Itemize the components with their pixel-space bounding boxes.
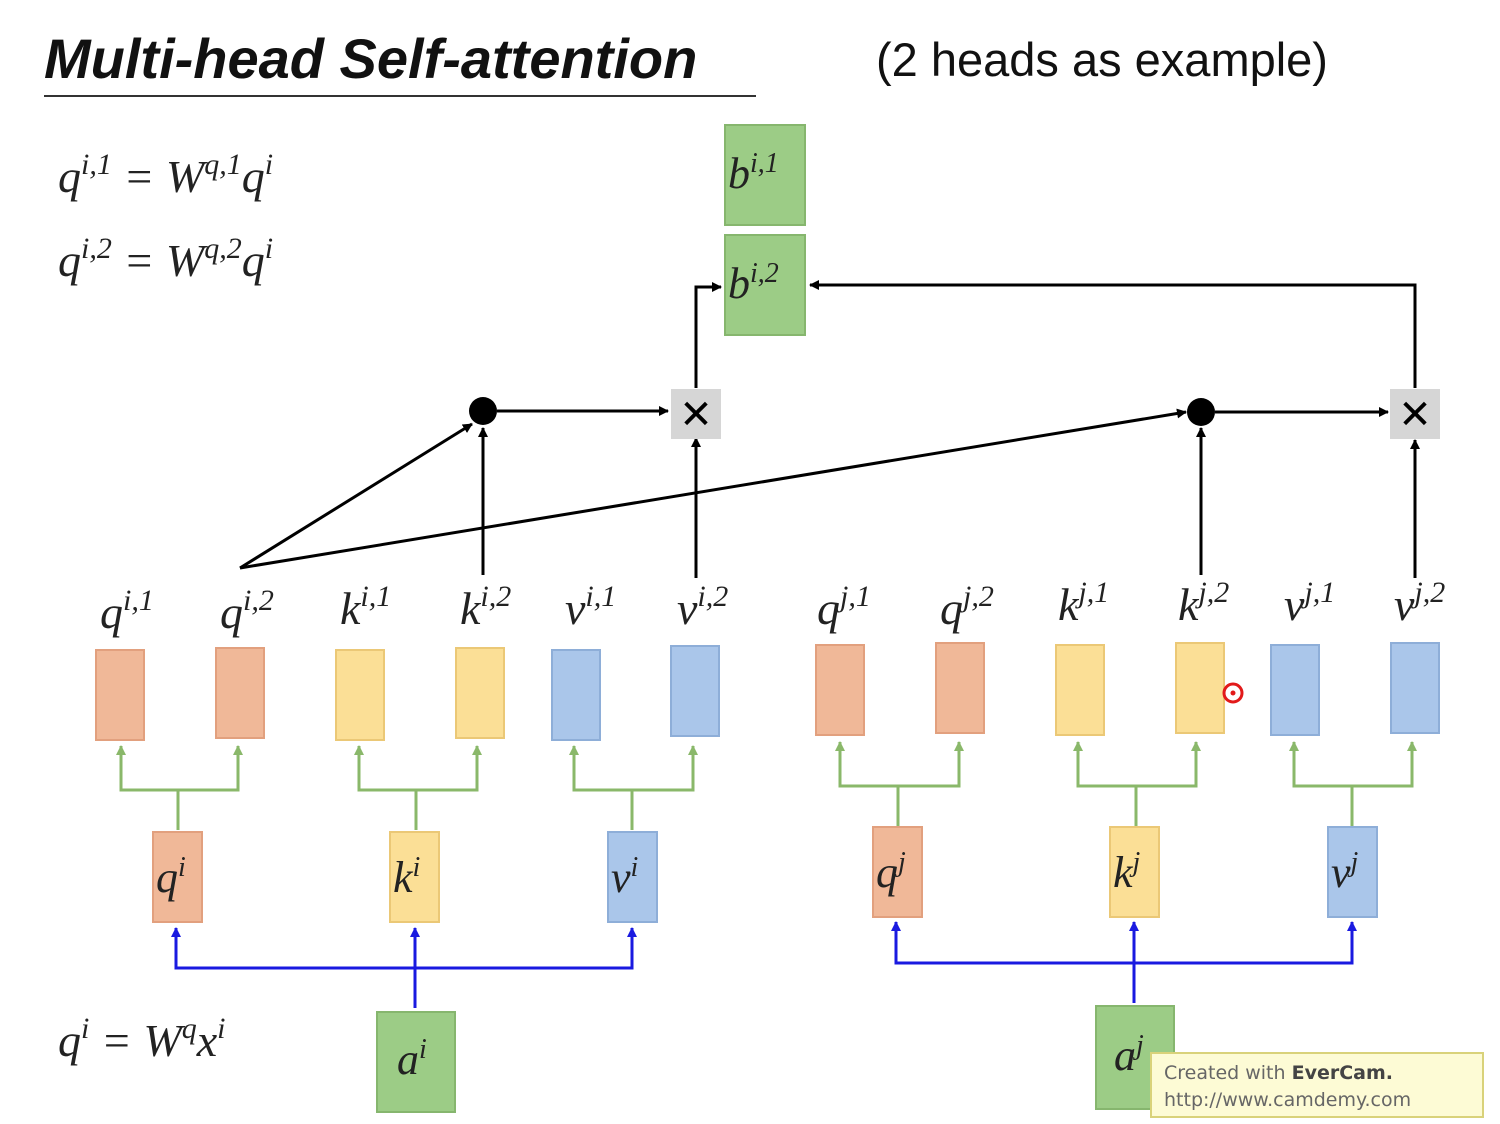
- multiply-sign-j: ✕: [1398, 392, 1432, 438]
- v-j2-box: [1390, 642, 1440, 734]
- dot-product-i: [469, 397, 497, 425]
- evercam-watermark: Created with EverCam. http://www.camdemy…: [1150, 1052, 1484, 1118]
- head-label-q-i2: qi,2: [220, 584, 274, 638]
- equation-2: qi,2 = Wq,2qi: [58, 232, 274, 286]
- input-label-a-j: aj: [1114, 1030, 1144, 1080]
- dot-product-j: [1187, 398, 1215, 426]
- v-j-box: [1327, 826, 1378, 918]
- q-j2-box: [935, 642, 985, 734]
- attention-connectors: [239, 280, 1420, 578]
- mid-label-k-i: ki: [393, 852, 421, 902]
- q-j-box: [872, 826, 923, 918]
- equation-3: qi = Wqxi: [58, 1012, 226, 1066]
- head-label-v-i2: vi,2: [677, 580, 729, 634]
- k-j2-box: [1175, 642, 1225, 734]
- q-i-box: [152, 831, 203, 923]
- head-label-k-j2: kj,2: [1178, 576, 1230, 630]
- k-i1-box: [335, 649, 385, 741]
- v-i1-box: [551, 649, 601, 741]
- mid-label-q-i: qi: [156, 852, 186, 902]
- mid-label-k-j: kj: [1113, 847, 1141, 897]
- page-title: Multi-head Self-attention: [44, 27, 698, 90]
- mid-label-v-j: vj: [1331, 847, 1359, 897]
- output-label-b-i2: bi,2: [728, 258, 779, 308]
- head-vectors: [95, 642, 1440, 741]
- head-label-k-i2: ki,2: [460, 580, 512, 634]
- mid-vectors: [152, 826, 1378, 923]
- k-i-box: [389, 831, 440, 923]
- input-label-a-i: ai: [397, 1034, 427, 1084]
- watermark-line-1: Created with EverCam.: [1164, 1062, 1393, 1084]
- q-j1-box: [815, 644, 865, 736]
- input-connectors-i: [171, 927, 637, 1008]
- q-i2-box: [215, 647, 265, 739]
- head-label-v-j2: vj,2: [1394, 576, 1446, 630]
- equation-1: qi,1 = Wq,1qi: [58, 148, 274, 202]
- b-i1-box: [724, 124, 806, 226]
- head-label-q-i1: qi,1: [100, 584, 154, 638]
- head-label-q-j1: qj,1: [817, 580, 871, 634]
- head-label-q-j2: qj,2: [940, 580, 994, 634]
- head-label-k-i1: ki,1: [340, 580, 392, 634]
- q-i1-box: [95, 649, 145, 741]
- operators: ✕ ✕: [469, 389, 1440, 439]
- head-label-v-j1: vj,1: [1284, 576, 1336, 630]
- v-j1-box: [1270, 644, 1320, 736]
- a-i-box: [376, 1011, 456, 1113]
- v-i2-box: [670, 645, 720, 737]
- multiply-box-j: [1390, 389, 1440, 439]
- subtitle: (2 heads as example): [876, 33, 1328, 86]
- input-connectors-j: [891, 921, 1357, 1003]
- multiply-sign-i: ✕: [679, 392, 713, 438]
- mid-label-v-i: vi: [611, 852, 639, 902]
- cursor-marker: [1222, 682, 1244, 704]
- split-connectors: [116, 741, 1417, 830]
- b-i2-box: [724, 234, 806, 336]
- k-j1-box: [1055, 644, 1105, 736]
- multiply-box-i: [671, 389, 721, 439]
- k-j-box: [1109, 826, 1160, 918]
- title-underline: [44, 95, 756, 97]
- watermark-line-2: http://www.camdemy.com: [1164, 1089, 1412, 1111]
- k-i2-box: [455, 647, 505, 739]
- head-label-k-j1: kj,1: [1058, 576, 1110, 630]
- output-label-b-i1: bi,1: [728, 148, 779, 198]
- mid-label-q-j: qj: [876, 847, 906, 897]
- head-label-v-i1: vi,1: [565, 580, 617, 634]
- v-i-box: [607, 831, 658, 923]
